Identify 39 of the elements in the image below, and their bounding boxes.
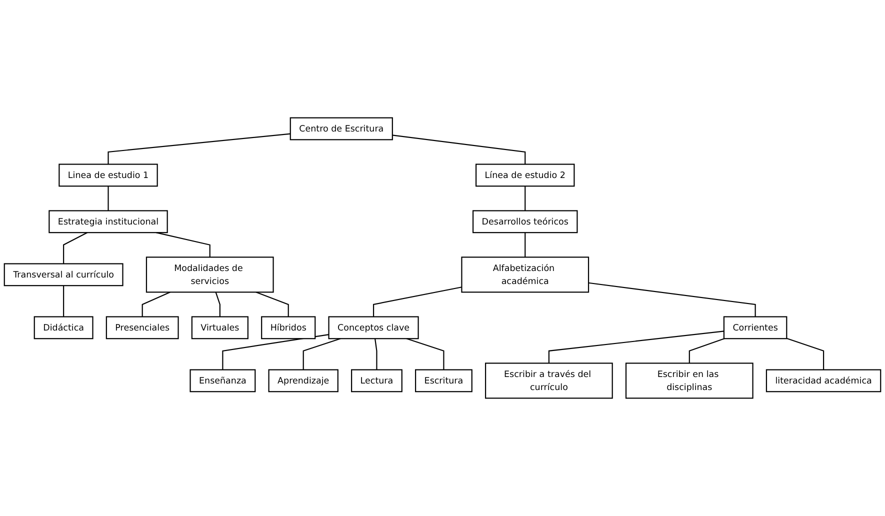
node-box: Lectura: [351, 369, 402, 392]
node-box: Escribir en las disciplinas: [625, 362, 754, 399]
node-box: Aprendizaje: [268, 369, 338, 392]
node-box: Transversal al currículo: [4, 263, 124, 286]
node-box: Línea de estudio 2: [476, 164, 575, 187]
connector: [63, 286, 64, 317]
node-box: Didáctica: [34, 316, 94, 340]
node-box: Alfabetización académica: [461, 256, 590, 293]
connector: [256, 292, 289, 317]
connector: [524, 232, 526, 258]
node-box: Centro de Escritura: [290, 117, 393, 140]
node-box: Enseñanza: [190, 369, 256, 392]
connector: [786, 338, 824, 370]
connector: [392, 134, 526, 164]
connector: [215, 292, 220, 317]
node-box: Híbridos: [261, 316, 316, 340]
node-box: Estrategia institucional: [48, 210, 168, 234]
connector: [222, 334, 329, 370]
connector: [108, 133, 290, 164]
connector: [302, 338, 341, 370]
connector: [372, 286, 462, 317]
node-box: literacidad académica: [766, 369, 882, 392]
node-box: Escribir a través del currículo: [485, 362, 613, 399]
connector: [548, 330, 724, 364]
node-box: Presenciales: [106, 316, 179, 340]
connector: [374, 338, 378, 370]
connector: [406, 338, 444, 370]
connector: [108, 186, 109, 211]
node-box: Desarrollos teóricos: [472, 210, 578, 234]
connector: [142, 292, 170, 317]
node-box: Virtuales: [191, 316, 248, 340]
node-box: Conceptos clave: [328, 316, 419, 340]
connector: [688, 338, 724, 364]
node-box: Escritura: [415, 369, 472, 392]
connector: [588, 282, 756, 317]
node-box: Modalidades de servicios: [146, 256, 274, 293]
connector: [524, 186, 526, 211]
node-box: Linea de estudio 1: [58, 164, 158, 187]
node-box: Corrientes: [723, 316, 788, 340]
